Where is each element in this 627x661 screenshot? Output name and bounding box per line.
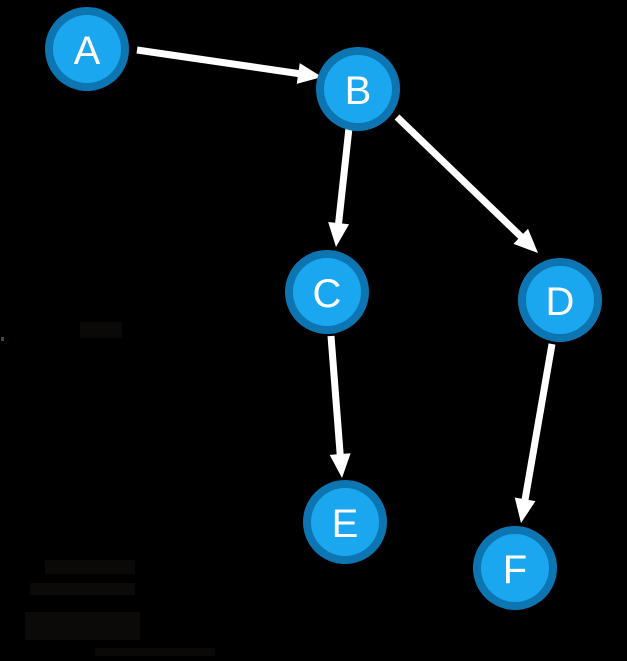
edge-line <box>394 114 527 242</box>
edge-line <box>520 343 556 504</box>
edge-arrowhead-icon <box>329 453 351 478</box>
node-B[interactable]: B <box>316 47 400 131</box>
node-inner-disc <box>293 258 361 326</box>
node-label: C <box>313 272 342 316</box>
edge-D-F <box>514 343 556 523</box>
node-F[interactable]: F <box>473 526 557 610</box>
edge-B-D <box>394 114 538 253</box>
edge-B-C <box>328 127 353 247</box>
edge-C-E <box>327 335 351 478</box>
node-inner-disc <box>481 534 549 602</box>
node-C[interactable]: C <box>285 250 369 334</box>
node-inner-disc <box>324 55 392 123</box>
node-A[interactable]: A <box>45 7 129 91</box>
node-label: D <box>546 280 575 324</box>
node-label: B <box>345 69 372 113</box>
edge-arrowhead-icon <box>513 228 538 253</box>
edge-arrowhead-icon <box>514 497 536 523</box>
node-label: A <box>74 29 101 73</box>
edge-arrowhead-icon <box>328 222 350 247</box>
edge-line <box>327 335 344 459</box>
edge-line <box>136 46 303 78</box>
node-inner-disc <box>311 488 379 556</box>
edge-line <box>334 127 353 228</box>
node-label: F <box>503 548 527 592</box>
edge-A-B <box>136 46 322 84</box>
node-label: E <box>332 502 359 546</box>
node-inner-disc <box>526 266 594 334</box>
node-D[interactable]: D <box>518 258 602 342</box>
node-inner-disc <box>53 15 121 83</box>
node-E[interactable]: E <box>303 480 387 564</box>
edge-arrowhead-icon <box>296 63 322 84</box>
